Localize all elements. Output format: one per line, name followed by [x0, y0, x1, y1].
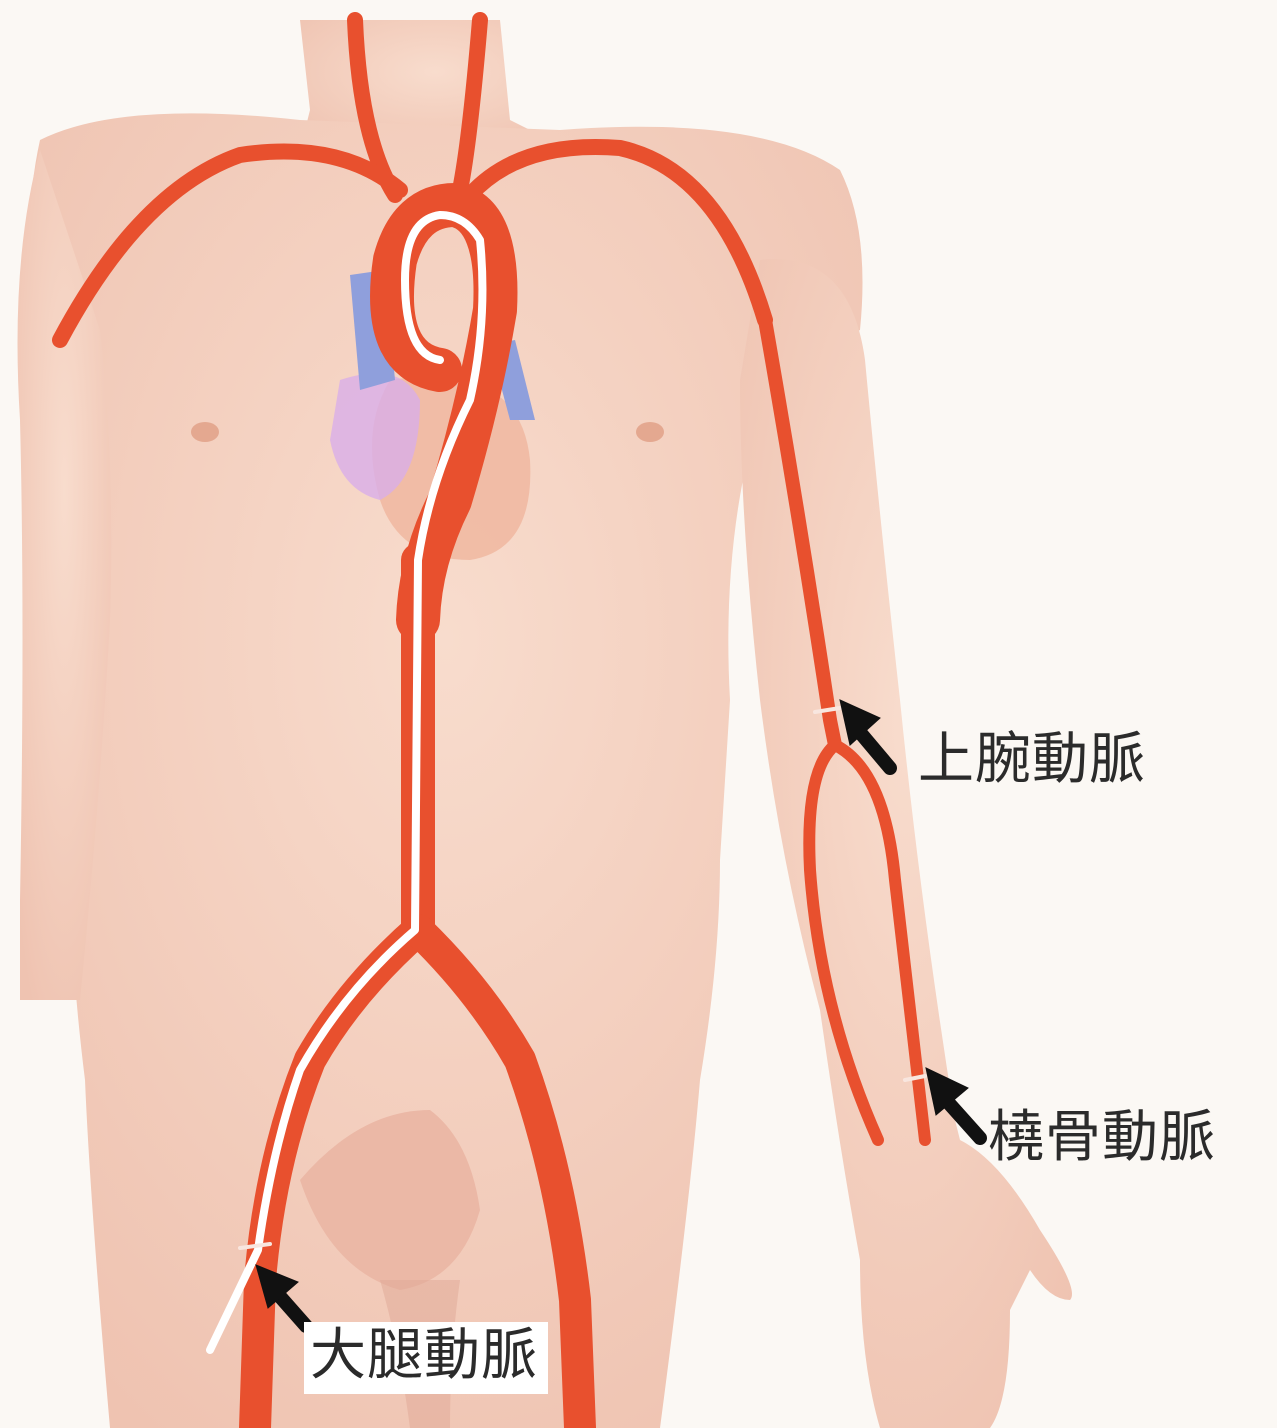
nipple-right	[636, 422, 664, 442]
brachial-artery-label: 上腕動脈	[918, 732, 1146, 788]
radial-artery-label: 橈骨動脈	[988, 1110, 1216, 1166]
nipple-left	[191, 422, 219, 442]
body-silhouette	[18, 20, 1073, 1428]
femoral-artery-label: 大腿動脈	[304, 1322, 548, 1394]
